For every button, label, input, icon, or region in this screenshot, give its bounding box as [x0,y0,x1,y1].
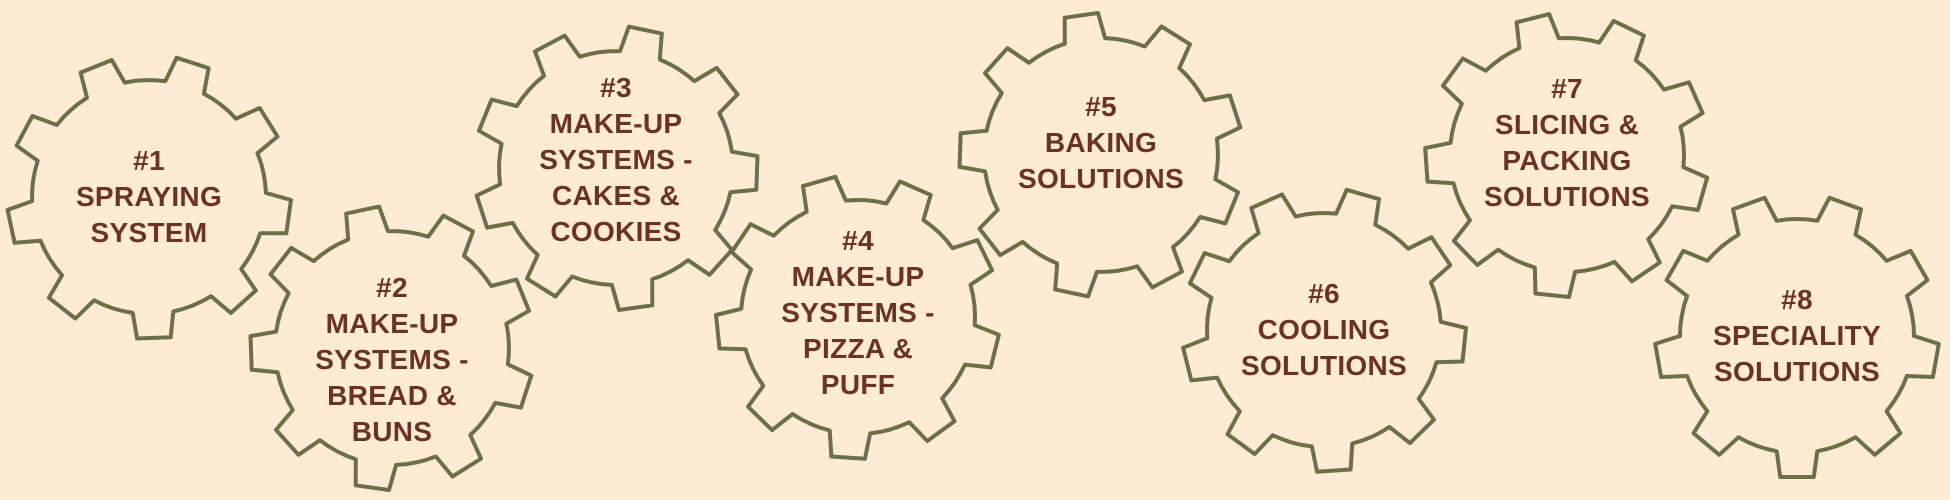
step-title-line: PUFF [820,369,896,400]
step-title-line: COOKIES [550,216,682,247]
step-title-line: SLICING & [1494,109,1640,140]
step-title-line: SOLUTIONS [1483,181,1651,212]
step-title-line: COOLING [1257,314,1391,345]
step-title-line: SPRAYING [75,181,223,212]
step-number: #5 [1085,91,1117,122]
step-number: #8 [1781,284,1813,315]
gear-icon [1181,187,1468,474]
step-title-line: SOLUTIONS [1017,163,1185,194]
step-title-line: SYSTEM [90,217,208,248]
step-title-line: PACKING [1502,145,1632,176]
step-title-line: BAKING [1044,127,1158,158]
step-title-line: SYSTEMS - [539,144,693,175]
step-number: #2 [376,272,408,303]
gear-icon [5,55,293,341]
step-number: #7 [1551,73,1583,104]
gear-icon [474,24,760,312]
gear-icon [1423,12,1710,299]
step-title-line: SPECIALITY [1713,320,1881,351]
step-title-line: SOLUTIONS [1240,350,1408,381]
step-number: #4 [842,225,874,256]
step-title-line: BUNS [351,416,433,447]
gear-icon [1653,195,1941,479]
step-title-line: PIZZA & [803,333,913,364]
step-number: #6 [1308,278,1340,309]
step-number: #1 [133,145,165,176]
step-title-line: CAKES & [551,180,681,211]
step-title-line: SYSTEMS - [315,344,469,375]
step-number: #3 [600,72,632,103]
gear-icon [957,11,1243,299]
step-title-line: MAKE-UP [549,108,683,139]
step-title-line: SOLUTIONS [1713,356,1881,387]
step-title-line: SYSTEMS - [781,297,935,328]
step-title-line: MAKE-UP [325,308,459,339]
step-title-line: BREAD & [327,380,457,411]
step-title-line: MAKE-UP [791,261,925,292]
gear-icon [248,204,534,492]
gear-icon [714,174,1001,461]
